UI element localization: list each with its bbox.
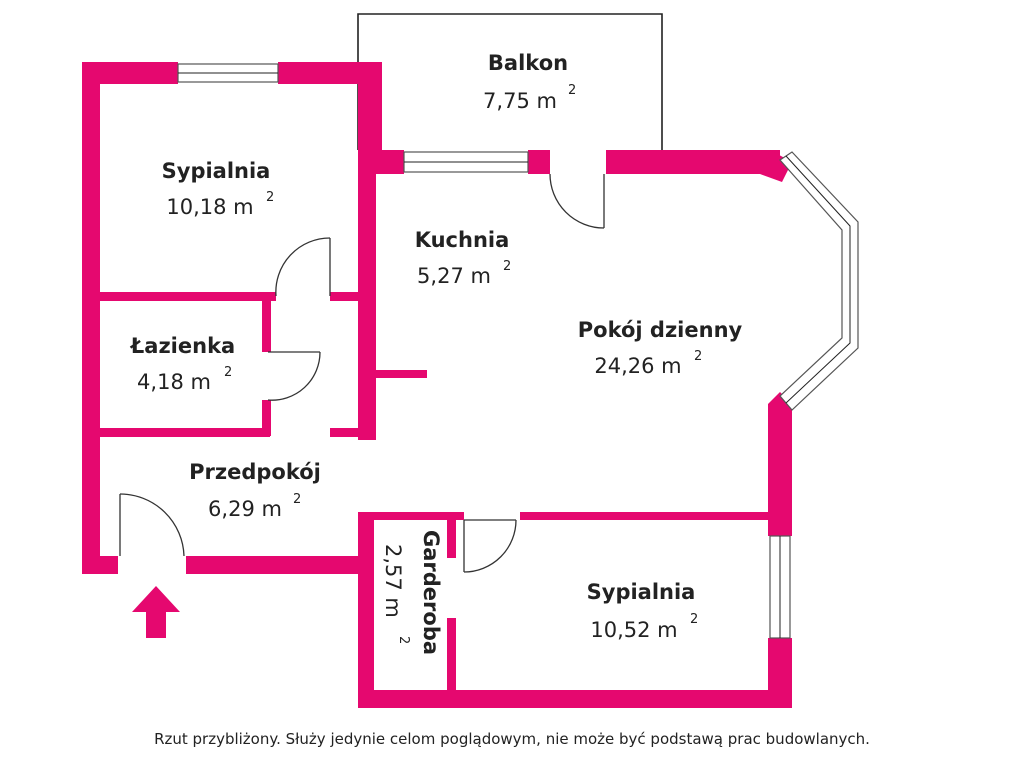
- room-label-przedpokoj: Przedpokój 6,29 m 2: [189, 460, 321, 521]
- walls: [82, 62, 792, 708]
- room-area: 7,75 m: [483, 89, 557, 113]
- room-label-garderoba: Garderoba 2,57 m 2: [381, 530, 443, 655]
- room-area-unit: 2: [266, 190, 274, 205]
- doors: [119, 173, 605, 573]
- disclaimer-footnote: Rzut przybliżony. Służy jedynie celom po…: [154, 730, 870, 748]
- room-area-unit: 2: [396, 636, 411, 644]
- room-label-sypialnia-1: Sypialnia 10,18 m 2: [162, 159, 275, 219]
- windows: [177, 63, 859, 639]
- balcony-outline: [357, 13, 663, 150]
- room-name: Pokój dzienny: [578, 318, 743, 342]
- room-area: 4,18 m: [137, 370, 211, 394]
- room-label-pokoj-dzienny: Pokój dzienny 24,26 m 2: [578, 318, 743, 378]
- room-area: 2,57 m: [381, 544, 405, 618]
- room-area-unit: 2: [293, 492, 301, 507]
- room-name: Sypialnia: [587, 580, 696, 604]
- room-name: Przedpokój: [189, 460, 321, 484]
- room-area: 10,52 m: [590, 618, 677, 642]
- entrance-arrow-icon: [132, 586, 180, 638]
- room-area: 10,18 m: [166, 195, 253, 219]
- room-label-sypialnia-2: Sypialnia 10,52 m 2: [587, 580, 699, 642]
- room-area: 24,26 m: [594, 354, 681, 378]
- room-area-unit: 2: [694, 349, 702, 364]
- room-area-unit: 2: [568, 83, 576, 98]
- room-area-unit: 2: [503, 259, 511, 274]
- room-area-unit: 2: [690, 612, 698, 627]
- room-label-kuchnia: Kuchnia 5,27 m 2: [415, 228, 512, 288]
- room-name: Kuchnia: [415, 228, 510, 252]
- room-label-balkon: Balkon 7,75 m 2: [483, 51, 576, 113]
- room-area: 6,29 m: [208, 497, 282, 521]
- room-area: 5,27 m: [417, 264, 491, 288]
- room-area-unit: 2: [224, 365, 232, 380]
- room-name: Garderoba: [419, 530, 443, 655]
- room-label-lazienka: Łazienka 4,18 m 2: [130, 334, 235, 394]
- room-name: Łazienka: [130, 334, 235, 358]
- room-name: Balkon: [488, 51, 568, 75]
- room-name: Sypialnia: [162, 159, 271, 183]
